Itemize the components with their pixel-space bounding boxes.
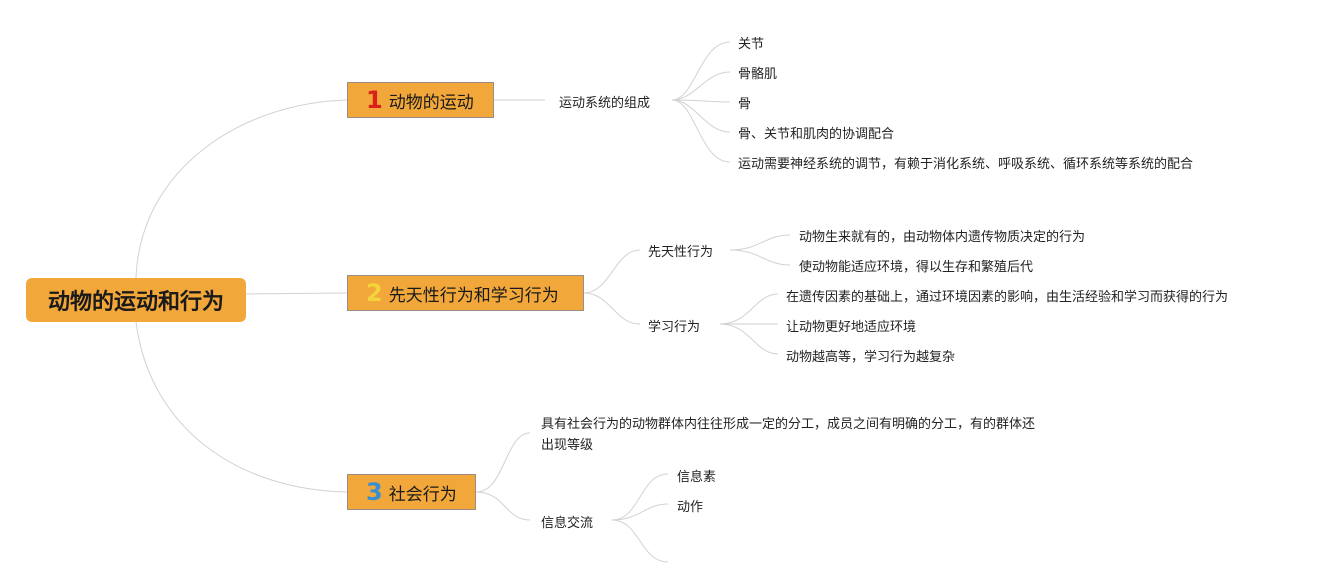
branch-number-3: 3 [366,478,383,506]
leaf-learned-purpose[interactable]: 让动物更好地适应环境 [786,320,917,335]
root-node[interactable]: 动物的运动和行为 [26,278,246,322]
leaf-innate-purpose[interactable]: 使动物能适应环境，得以生存和繁殖后代 [799,260,1034,275]
topic-communication[interactable]: 信息交流 [541,516,594,531]
branch-node-3[interactable]: 3 社会行为 [347,474,476,510]
branch-label-2: 先天性行为和学习行为 [388,285,559,306]
branch-number-2: 2 [366,279,383,307]
branch-number-1: 1 [366,86,383,114]
link-branch3-sub1 [475,432,531,493]
topic-learned-behavior[interactable]: 学习行为 [648,320,701,335]
leaf-skeletal-muscle[interactable]: 骨骼肌 [738,67,778,82]
leaf-bone[interactable]: 骨 [738,97,752,112]
link-branch3-sub2 [475,491,531,521]
topic-motion-system[interactable]: 运动系统的组成 [559,96,651,111]
leaf-action[interactable]: 动作 [677,500,704,515]
topic-innate-behavior[interactable]: 先天性行为 [648,245,714,260]
branch-node-2[interactable]: 2 先天性行为和学习行为 [347,275,584,311]
branch-label-1: 动物的运动 [388,92,474,113]
branch-node-1[interactable]: 1 动物的运动 [347,82,494,118]
link-root-branch2 [245,292,348,295]
leaf-joint[interactable]: 关节 [738,37,765,52]
leaf-learned-complexity[interactable]: 动物越高等，学习行为越复杂 [786,350,956,365]
link-branch2-sub1 [583,249,641,294]
link-root-branch1 [135,99,348,279]
branch-label-3: 社会行为 [388,484,457,505]
link-root-branch3 [135,321,348,493]
leaf-pheromone[interactable]: 信息素 [677,470,717,485]
link-branch2-sub2 [583,292,641,325]
leaf-innate-definition[interactable]: 动物生来就有的，由动物体内遗传物质决定的行为 [799,230,1086,245]
leaf-nervous-regulation[interactable]: 运动需要神经系统的调节，有赖于消化系统、呼吸系统、循环系统等系统的配合 [738,157,1194,172]
leaf-coordination[interactable]: 骨、关节和肌肉的协调配合 [738,127,895,142]
root-label: 动物的运动和行为 [47,290,224,315]
topic-social-division[interactable]: 具有社会行为的动物群体内往往形成一定的分工，成员之间有明确的分工，有的群体还出现… [541,417,1036,453]
leaf-learned-definition[interactable]: 在遗传因素的基础上，通过环境因素的影响，由生活经验和学习而获得的行为 [786,290,1229,305]
